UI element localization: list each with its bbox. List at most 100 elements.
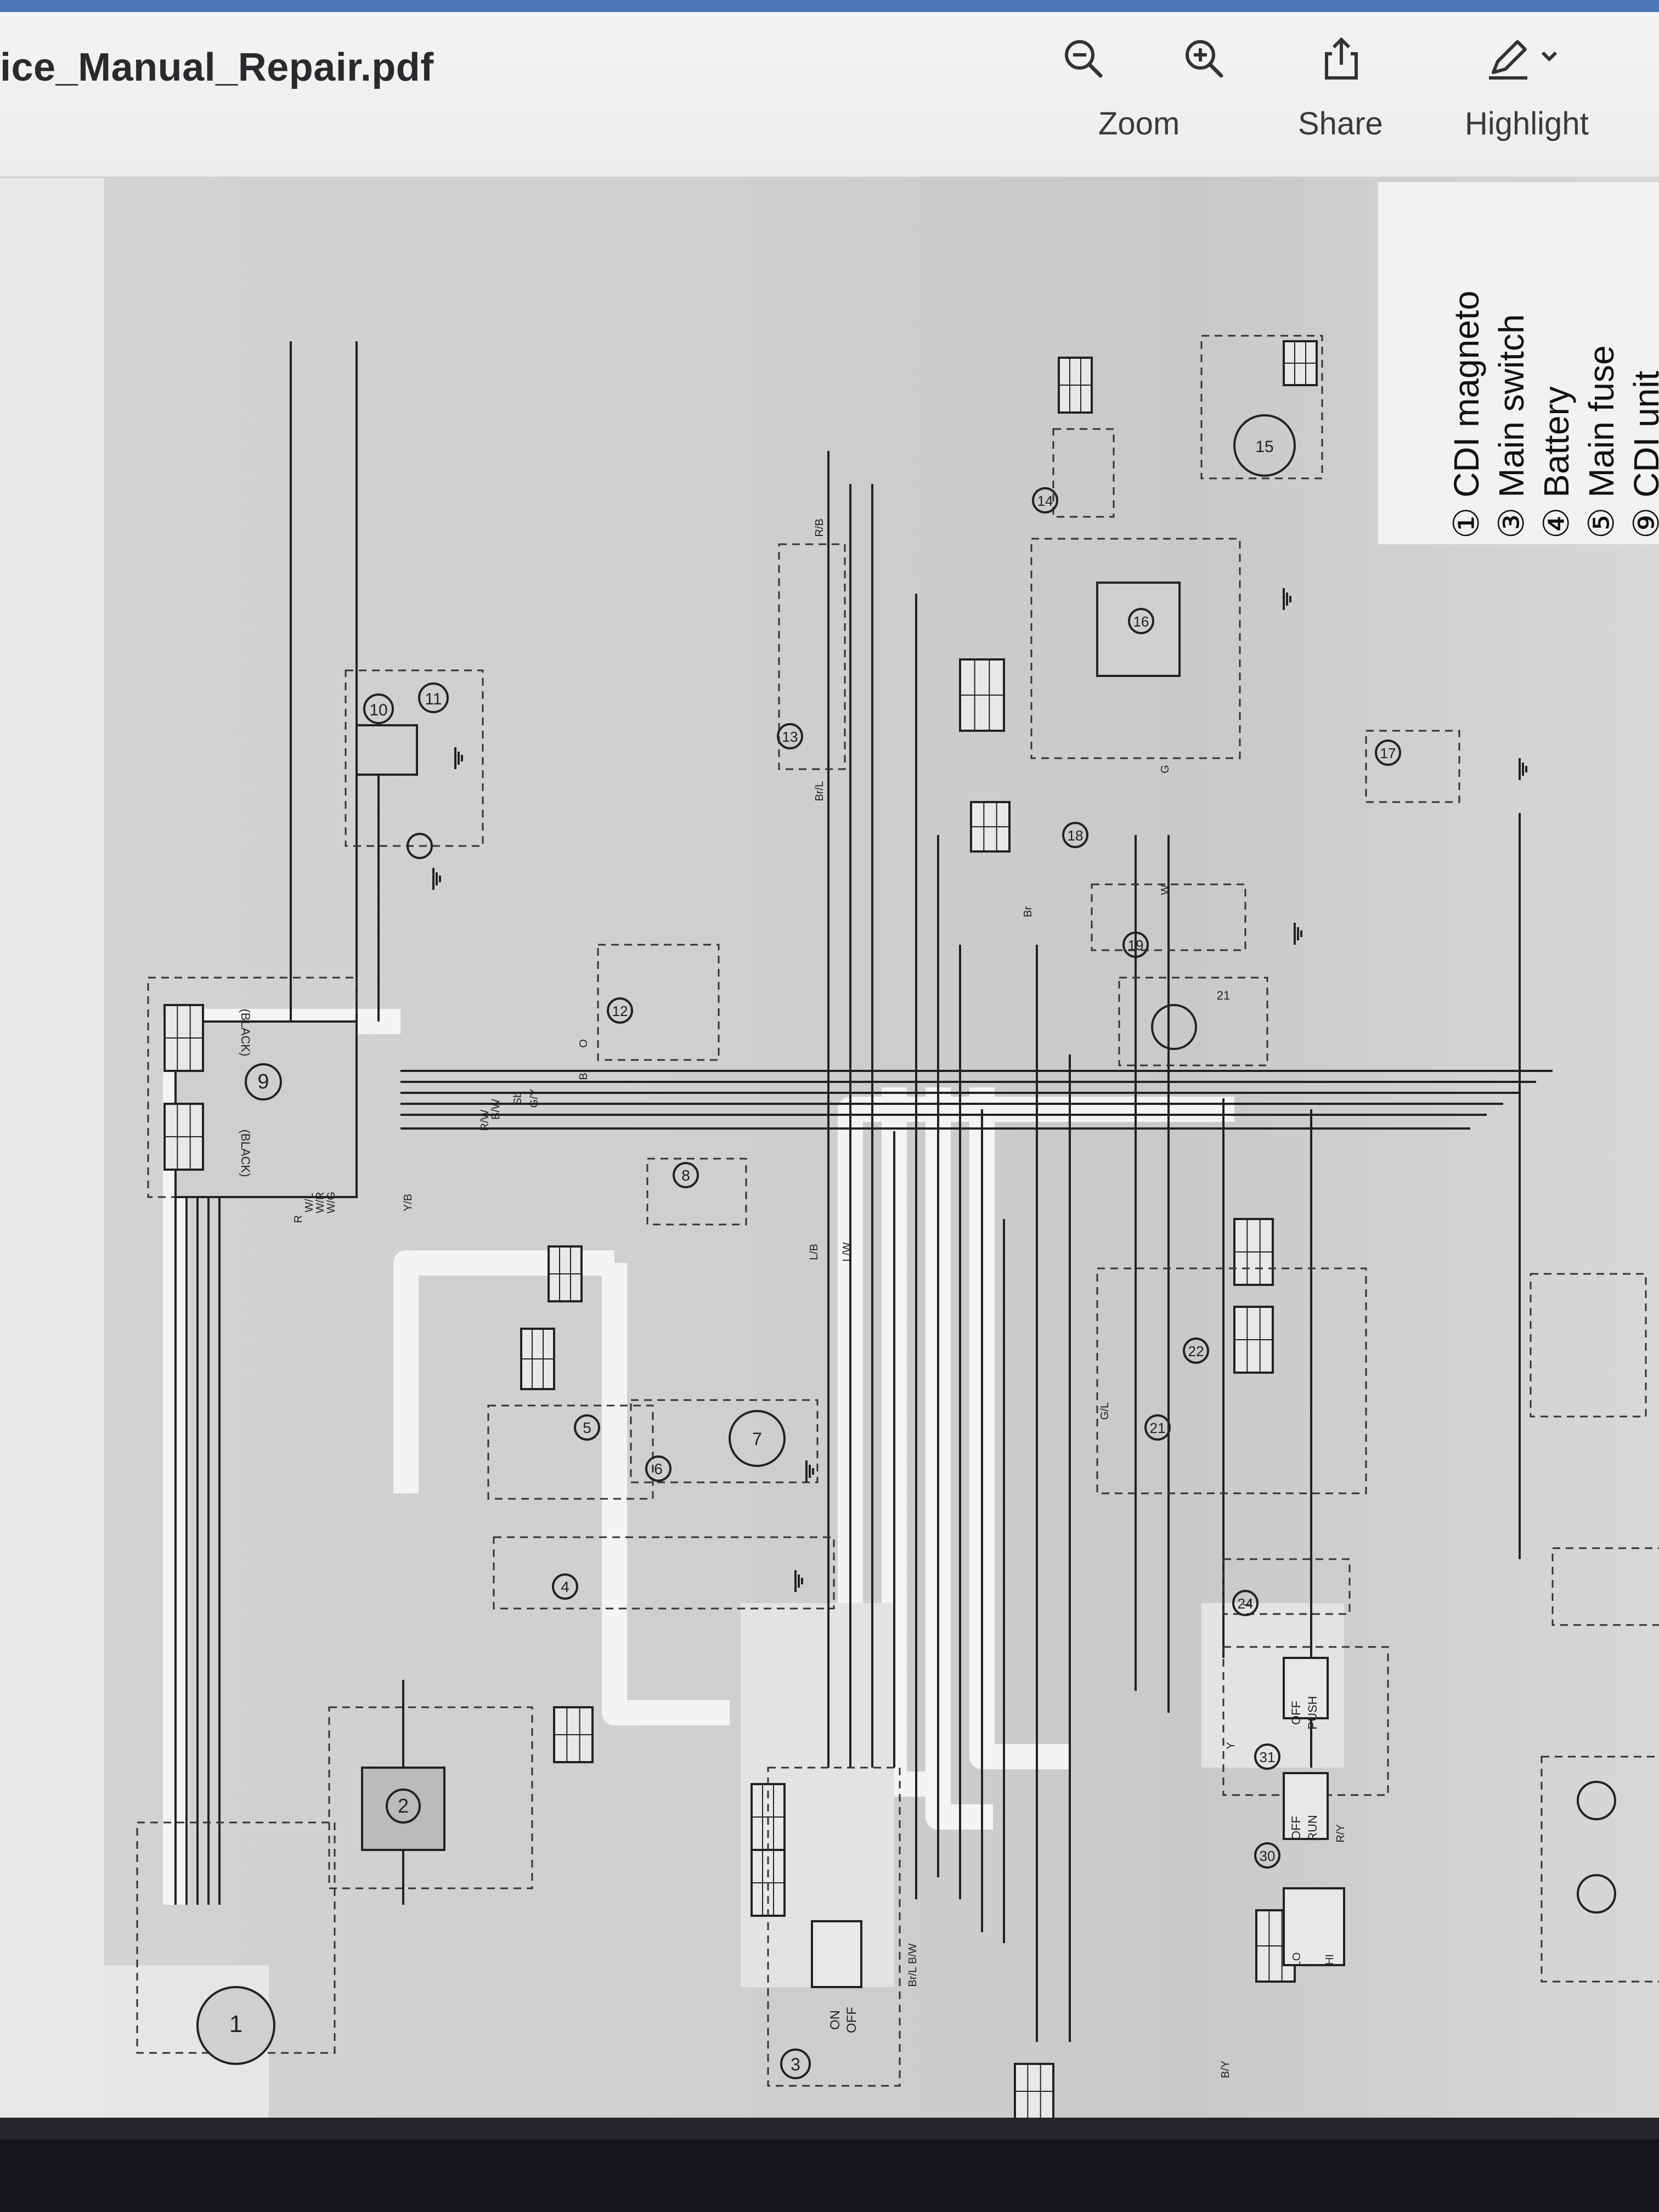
component-number-ring [645,1455,672,1482]
document-title: ice_Manual_Repair.pdf [0,46,434,89]
switch-position-label: ON [828,2010,843,2030]
wire-code-label: Y [1225,1742,1237,1749]
component-number-ring [363,693,394,724]
component-number-ring [780,2049,811,2079]
component-number-ring [245,1063,282,1101]
component-number: 2 [398,1795,409,1817]
zoom-label: Zoom [1098,106,1180,142]
screen-bottom-bezel [0,2118,1659,2212]
share-icon [1325,37,1358,80]
zoom-out-icon [1065,40,1103,78]
harness-highlight [969,1087,1070,1769]
component-number-ring [1062,822,1088,848]
lamp-symbol [1151,1004,1197,1050]
component-number: 5 [583,1419,591,1436]
ignition-coil-boundary [345,669,484,847]
switch-position-label: LO [1291,1953,1303,1967]
highlight-button[interactable] [1481,34,1564,83]
rectifier-box [361,1767,445,1851]
battery-boundary [493,1536,835,1610]
component-number-ring [1254,1743,1280,1770]
component-boundary [328,1706,533,1889]
component-boundary [1118,977,1268,1066]
zoom-in-button[interactable] [1180,34,1229,83]
starter-motor-symbol [729,1410,786,1467]
bulb-symbol [1577,1874,1616,1914]
component-boundary [1222,1558,1351,1615]
component-number: 22 [1188,1343,1204,1359]
spark-plug-symbol [407,833,433,859]
component-number: 1 [229,2011,242,2038]
component-number: 9 [257,1070,269,1093]
legend-item: ① CDI magneto [1447,290,1486,539]
share-button[interactable] [1317,34,1366,83]
switch-position-label: PUSH [1306,1696,1319,1729]
starter-boundary [630,1399,819,1483]
component-boundary [1551,1547,1659,1626]
component-number: 17 [1380,745,1396,761]
component-number-ring [1254,1842,1280,1869]
wire-code-label: L/W [841,1242,853,1262]
main-switch-box [811,1920,862,1988]
component-number-ring [1128,608,1154,634]
wire-code-label: B/W [490,1099,502,1120]
legend-item: ⑤ Main fuse [1582,345,1621,539]
component-number-ring [1122,932,1149,958]
component-number: 15 [1255,438,1273,456]
connector-label: (BLACK) [239,1130,252,1177]
component-boundary [1030,538,1241,759]
component-boundary [1091,883,1246,951]
component-number: 21 [1150,1420,1166,1436]
wire-code-label: G [1159,765,1171,774]
switch-position-label: HI [1324,1954,1336,1965]
component-number-ring [777,723,803,749]
component-number-ring [574,1414,600,1441]
component-number-ring [1032,487,1058,514]
highlight-pen-icon [1489,40,1558,80]
component-number: 24 [1238,1595,1254,1612]
ignition-coil-box [356,724,418,776]
component-number: 3 [791,2055,800,2074]
pdf-viewer-window: ice_Manual_Repair.pdf Zoom [0,12,1659,2130]
component-number: 21 [1217,989,1230,1002]
component-number: 18 [1068,827,1084,844]
component-number: 16 [1133,613,1149,630]
legend-item: ④ Battery [1537,386,1576,539]
component-number-ring [1144,1414,1171,1441]
wire-code-label: L [1242,1600,1254,1606]
switch-position-label: OFF [844,2007,859,2033]
wire-code-label: O [578,1039,590,1048]
cdi-unit-box [174,1020,358,1198]
component-number: 6 [654,1460,663,1477]
switch-position-label: OFF [1289,1816,1303,1840]
main-switch-boundary [767,1767,901,2087]
chevron-down-icon [1541,51,1558,62]
wire-code-label: B/Y [1220,2061,1232,2078]
component-number: 10 [369,701,387,719]
toolbar: ice_Manual_Repair.pdf Zoom [0,12,1659,178]
component-boundary [1530,1273,1647,1418]
screen-top-edge [0,0,1659,12]
component-number: 8 [681,1167,690,1184]
wire-code-label: W/L [303,1193,315,1212]
wire-code-label: Br/L B/W [907,1943,919,1987]
wire-code-label: G/Y [528,1089,540,1108]
wire-code-label: W/G [325,1192,337,1214]
zoom-out-button[interactable] [1059,34,1108,83]
component-number: 12 [612,1003,628,1019]
component-number: 7 [752,1429,762,1449]
component-boundary [778,543,846,770]
component-number: 13 [782,729,798,745]
wire-code-label: R/Y [1335,1824,1347,1842]
wire-code-label: R/W [479,1109,491,1131]
component-number: 31 [1260,1749,1276,1765]
component-number-ring [673,1162,699,1188]
wire-code-label: R/B [814,518,826,537]
component-boundary [1200,335,1323,479]
legend-item: ⑨ CDI unit [1627,370,1659,539]
wire-code-label: R [292,1215,304,1223]
component-boundary [1052,428,1115,518]
